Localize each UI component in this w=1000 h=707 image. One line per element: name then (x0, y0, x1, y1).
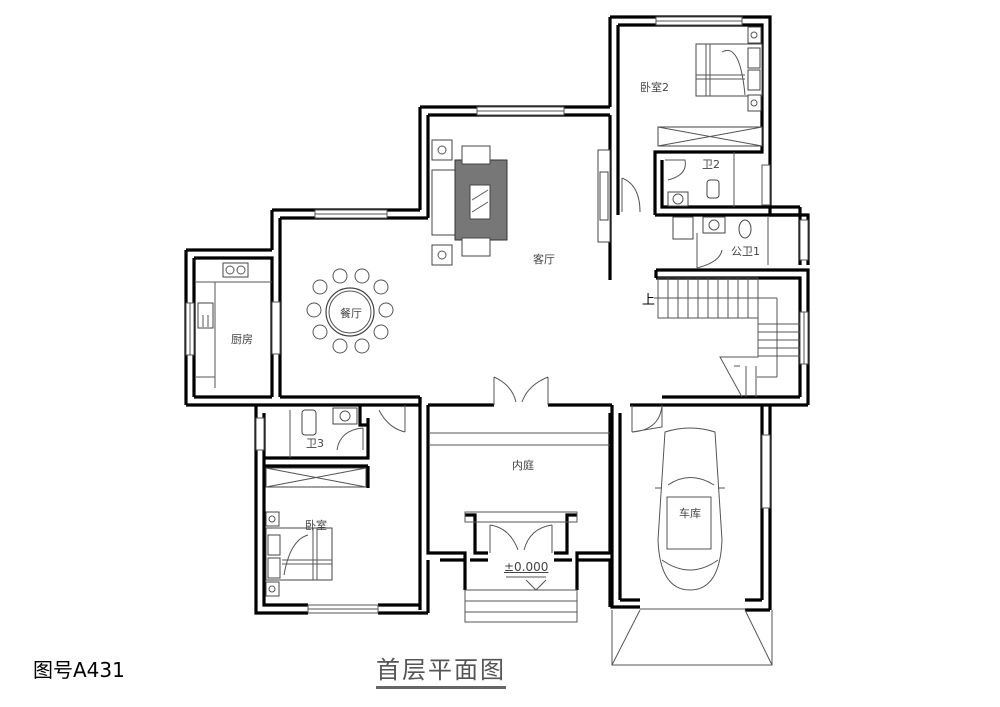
windows (185, 16, 809, 614)
room-label-bathroom-3: 卫3 (306, 437, 324, 450)
courtyard-fixtures (430, 432, 610, 623)
car (655, 427, 725, 591)
room-label-garage: 车库 (679, 507, 701, 520)
room-label-kitchen: 厨房 (231, 333, 253, 346)
elevation-mark: ±0.000 (504, 560, 549, 574)
plan-title: 首层平面图 (376, 650, 506, 689)
drawing-number: 图号A431 (33, 658, 125, 682)
sofa-set (431, 139, 611, 266)
room-label-bathroom-2: 卫2 (702, 158, 720, 171)
room-label-inner-courtyard: 内庭 (512, 459, 534, 472)
room-label-bedroom-2: 卧室2 (640, 81, 669, 94)
room-label-dining-room: 餐厅 (340, 307, 362, 320)
stair-up-mark: 上 (642, 293, 656, 308)
garage-ramp (611, 608, 773, 666)
bedroom-2-furniture (657, 26, 763, 147)
room-label-living-room: 客厅 (533, 253, 555, 266)
kitchen-fixtures (195, 262, 272, 388)
bath-fixtures (289, 152, 769, 458)
room-label-public-bathroom-1: 公卫1 (731, 245, 760, 258)
staircase (654, 277, 800, 398)
dining-table (306, 268, 394, 354)
doors (336, 159, 723, 553)
room-label-bedroom: 卧室 (305, 519, 327, 532)
bedroom-furniture (265, 467, 367, 597)
